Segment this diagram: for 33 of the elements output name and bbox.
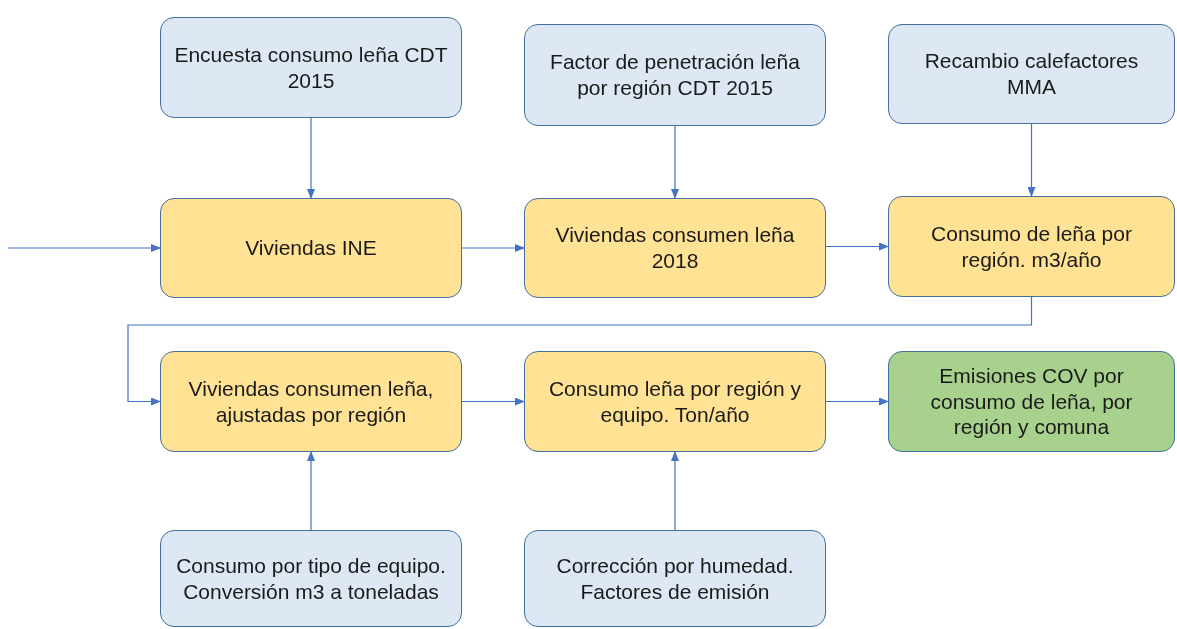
process-box: [524, 198, 826, 298]
box-label: Corrección por humedad. Factores de emisión: [555, 552, 795, 605]
box-label: Consumo por tipo de equipo. Conversión m3 a toneladas: [175, 552, 447, 605]
arrow: [461, 397, 525, 406]
box-label: Consumo leña por región y equipo. Ton/año: [547, 375, 803, 428]
process-box: [160, 198, 462, 298]
arrow: [671, 451, 679, 531]
box-label: Factor de penetración leña por región CDT 2015: [549, 49, 801, 101]
arrow: [825, 397, 889, 406]
process-box: [524, 530, 826, 627]
process-box: [160, 17, 462, 118]
process-box: [160, 530, 462, 627]
arrow: [1027, 123, 1036, 197]
process-box: [888, 351, 1175, 452]
process-box: [160, 351, 462, 452]
arrow: [461, 244, 525, 252]
box-label: Viviendas INE: [245, 235, 377, 261]
box-label: Viviendas consumen leña, ajustadas por región: [187, 375, 435, 428]
arrow: [307, 451, 315, 531]
arrow: [127, 296, 1033, 406]
box-label: Viviendas consumen leña 2018: [554, 222, 796, 274]
box-label: Encuesta consumo leña CDT 2015: [173, 41, 449, 94]
box-label: Consumo de leña por región. m3/año: [930, 220, 1133, 273]
box-label: Recambio calefactores MMA: [923, 48, 1140, 100]
process-box: [888, 196, 1175, 297]
process-box: [524, 24, 826, 126]
process-box: [888, 24, 1175, 124]
arrow: [7, 244, 161, 252]
process-box: [524, 351, 826, 452]
arrow: [307, 117, 315, 199]
arrow: [671, 125, 679, 199]
box-label: Emisiones COV por consumo de leña, por región y comuna: [929, 363, 1134, 440]
arrow: [825, 242, 889, 251]
